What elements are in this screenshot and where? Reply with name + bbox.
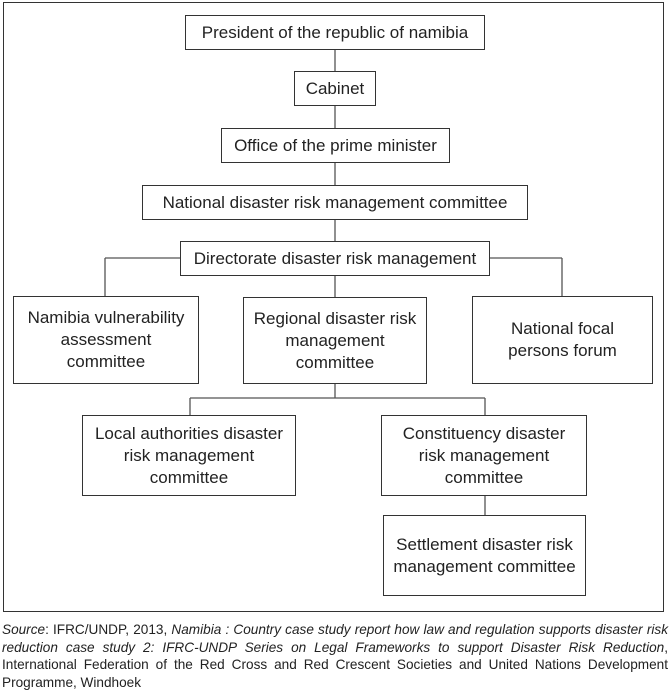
node-cabinet: Cabinet bbox=[294, 71, 376, 106]
node-office-prime-minister: Office of the prime minister bbox=[221, 128, 450, 163]
source-part-2: , International Federation of the Red Cr… bbox=[2, 639, 668, 690]
source-part-1: : IFRC/UNDP, 2013, bbox=[45, 622, 172, 637]
node-president: President of the republic of namibia bbox=[185, 15, 485, 50]
node-directorate-drm: Directorate disaster risk management bbox=[180, 241, 490, 276]
source-citation: Source: IFRC/UNDP, 2013, Namibia : Count… bbox=[2, 621, 668, 691]
node-regional-drm-committee: Regional disaster risk management commit… bbox=[243, 297, 427, 384]
node-local-authorities-drm-committee: Local authorities disaster risk manageme… bbox=[82, 415, 296, 496]
node-constituency-drm-committee: Constituency disaster risk management co… bbox=[381, 415, 587, 496]
node-settlement-drm-committee: Settlement disaster risk management comm… bbox=[383, 515, 586, 596]
node-national-focal-forum: National focal persons forum bbox=[472, 296, 653, 384]
node-namibia-vulnerability-committee: Namibia vulnerability assessment committ… bbox=[13, 296, 199, 384]
diagram-frame bbox=[3, 2, 664, 612]
source-label: Source bbox=[2, 622, 46, 637]
node-national-drm-committee: National disaster risk management commit… bbox=[142, 185, 528, 220]
source-title: Namibia : Country case study report how … bbox=[2, 622, 668, 655]
